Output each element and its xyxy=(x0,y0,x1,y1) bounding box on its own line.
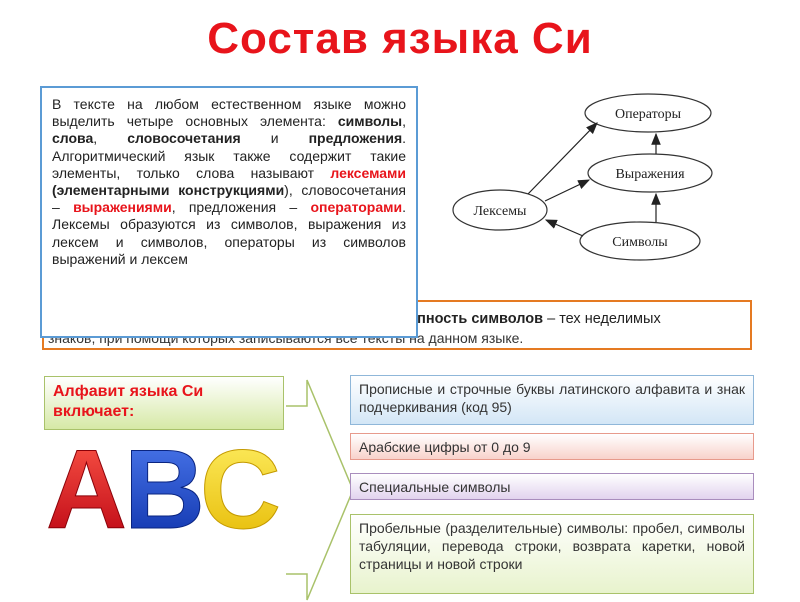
text-part: . Алгоритмический язык также содержит та… xyxy=(52,130,406,181)
definition-bold: упность символов xyxy=(409,311,544,327)
abc-letters: A B C xyxy=(46,430,282,540)
alphabet-item-letters: Прописные и строчные буквы латинского ал… xyxy=(350,375,754,425)
term-words: слова xyxy=(52,130,94,147)
operators-node xyxy=(584,93,712,133)
lexemes-node xyxy=(452,189,548,231)
operators-label: Операторы xyxy=(615,107,682,122)
elements-diagram: Операторы Выражения Лексемы Символы xyxy=(452,93,713,261)
term-symbols: символы xyxy=(337,113,403,130)
letter-a: A xyxy=(46,430,127,540)
term-expressions: выражениями xyxy=(73,199,172,216)
expressions-label: Выражения xyxy=(615,167,685,182)
term-elementary: (элементарными конструкциями xyxy=(52,182,285,199)
arrow-lex-to-expr xyxy=(544,179,591,202)
alphabet-item-digits: Арабские цифры от 0 до 9 xyxy=(350,433,754,460)
text-part: , xyxy=(93,130,128,147)
text-part: ), словосочетания – xyxy=(52,182,406,216)
term-phrases: словосочетания xyxy=(127,130,241,147)
text-part: и xyxy=(240,130,309,147)
text-part: . Лексемы образуются из символов, выраже… xyxy=(52,199,406,267)
language-elements-text: В тексте на любом естественном языке мож… xyxy=(40,86,418,338)
term-operators: операторами xyxy=(310,199,403,216)
alphabet-item-whitespace: Пробельные (разделительные) символы: про… xyxy=(350,514,754,594)
text-part: В тексте на любом естественном языке мож… xyxy=(52,96,406,130)
definition-line-1: упность символов – тех неделимых xyxy=(409,311,661,327)
expressions-node xyxy=(587,153,713,193)
big-arrow-shape xyxy=(286,379,354,601)
text-part: , xyxy=(402,113,406,130)
symbols-label: Символы xyxy=(612,235,668,250)
alphabet-item-special: Специальные символы xyxy=(350,473,754,500)
symbols-node xyxy=(579,221,701,261)
page-title: Состав языка Си xyxy=(207,14,593,63)
definition-rest: – тех неделимых xyxy=(543,311,661,327)
text-part: , предложения – xyxy=(171,199,311,216)
alphabet-label: Алфавит языка Си включает: xyxy=(44,376,284,430)
letter-c: C xyxy=(200,430,281,540)
lexemes-label: Лексемы xyxy=(474,204,528,219)
arrow-sym-to-lex xyxy=(544,219,584,237)
term-sentences: предложения xyxy=(308,130,403,147)
letter-b: B xyxy=(124,430,205,540)
arrow-lex-to-oper xyxy=(527,122,598,195)
term-lexemes: лексемами xyxy=(330,164,406,181)
